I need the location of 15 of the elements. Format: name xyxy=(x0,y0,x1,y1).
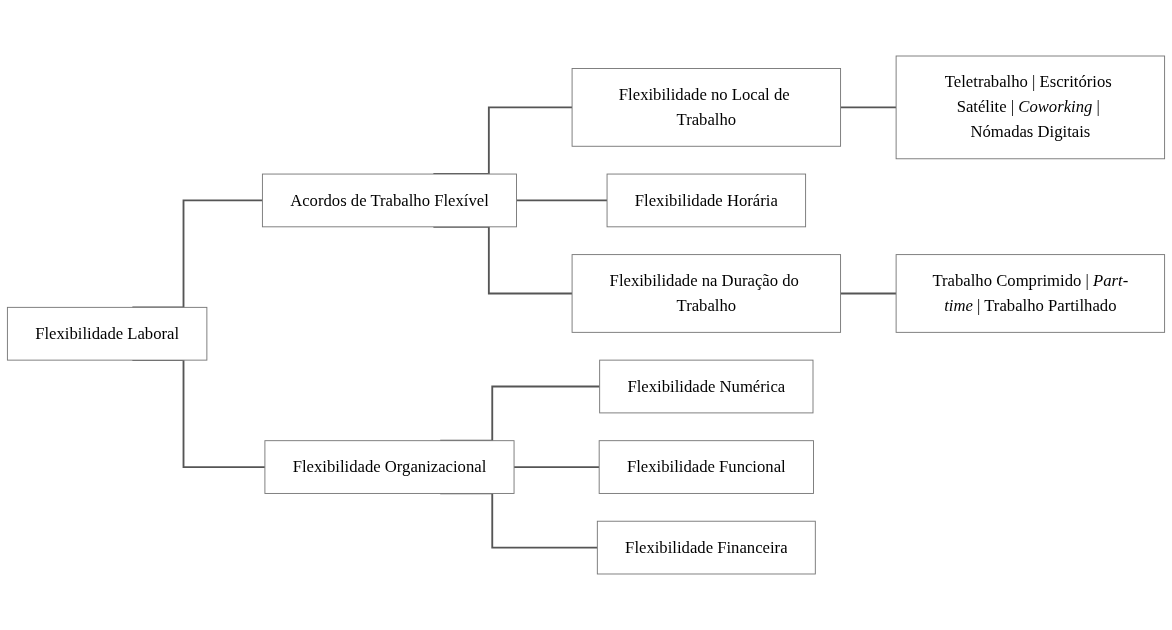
connector xyxy=(839,292,898,295)
node-box: Teletrabalho | Escritórios Satélite | Coworking | Nómadas Digitais xyxy=(895,55,1166,160)
node-box: Flexibilidade Organizacional xyxy=(264,440,515,494)
node-box: Flexibilidade Horária xyxy=(606,173,807,228)
node-box: Flexibilidade na Duração do Trabalho xyxy=(571,254,842,333)
node-box: Acordos de Trabalho Flexível xyxy=(261,173,517,228)
node-box: Flexibilidade no Local de Trabalho xyxy=(571,68,842,147)
node-box: Flexibilidade Laboral xyxy=(6,306,208,361)
node-box: Flexibilidade Numérica xyxy=(599,359,814,414)
connector xyxy=(513,466,601,468)
node-box: Trabalho Comprimido | Part-time | Trabalho Partilhado xyxy=(895,254,1166,333)
node-box: Flexibilidade Financeira xyxy=(596,520,816,575)
connector xyxy=(839,106,898,109)
connector xyxy=(515,199,608,202)
node-box: Flexibilidade Funcional xyxy=(598,440,814,494)
